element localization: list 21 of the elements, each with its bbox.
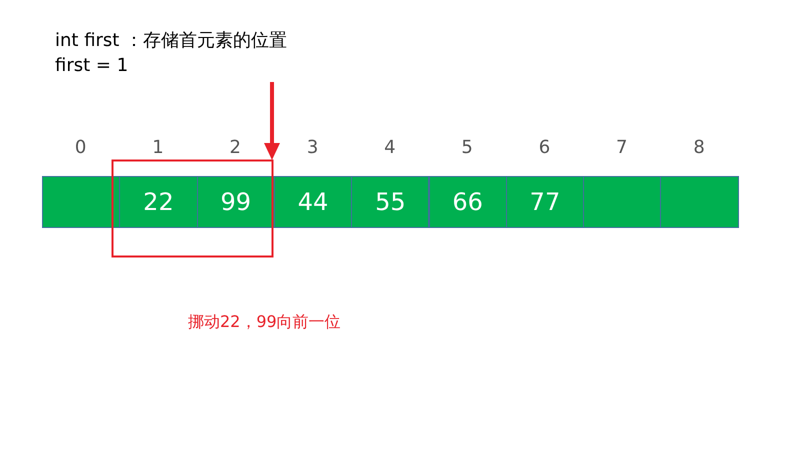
index-label: 2 (230, 137, 241, 158)
note-text: 挪动22，99向前一位 (188, 312, 341, 333)
index-label: 6 (538, 137, 550, 158)
array-cell (583, 176, 662, 228)
array-cell: 55 (351, 176, 430, 228)
array-cell: 44 (274, 176, 352, 228)
array-cell: 66 (428, 176, 507, 228)
index-label: 0 (74, 137, 86, 158)
index-label: 7 (616, 137, 628, 158)
code-text: first = 1 (55, 55, 128, 76)
index-label: 8 (693, 137, 705, 158)
array-cell (660, 176, 739, 228)
index-label: 3 (306, 137, 318, 158)
code-text: int first ：存储首元素的位置 (55, 29, 288, 52)
index-label: 5 (461, 137, 473, 158)
array-cell (42, 176, 120, 228)
array-cell: 77 (506, 176, 584, 228)
array-cell: 22 (119, 176, 198, 228)
array-cell: 99 (196, 176, 275, 228)
index-label: 4 (384, 137, 396, 158)
index-label: 1 (152, 137, 164, 158)
